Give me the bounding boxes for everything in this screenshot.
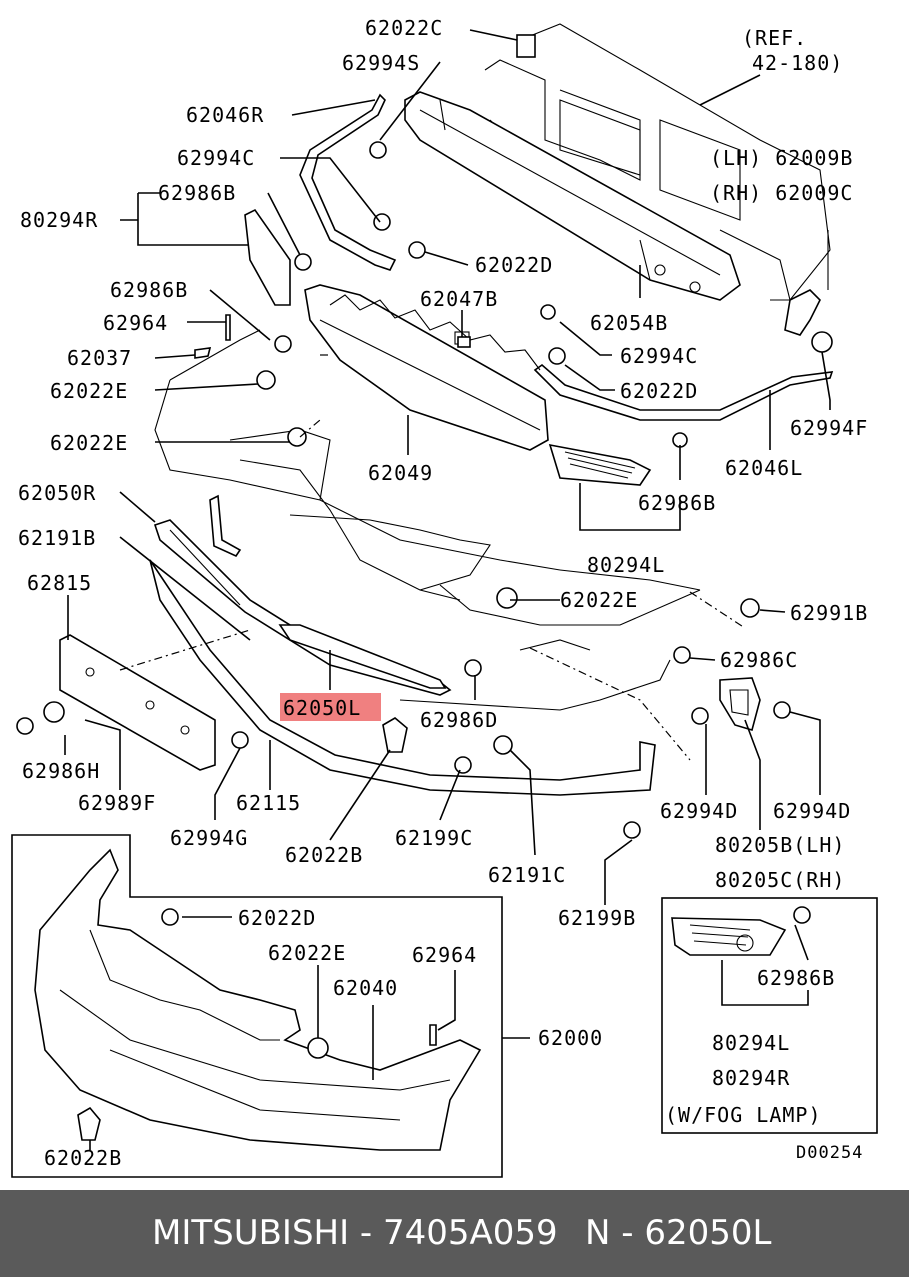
label-62994D-a: 62994D [660,799,738,823]
label-62991B: 62991B [790,601,868,625]
label-62986D: 62986D [420,708,498,732]
label-62986B-b: 62986B [110,278,188,302]
label-62994F: 62994F [790,416,868,440]
fog-lamp-cover-80294R [244,208,291,306]
label-62191C: 62191C [488,863,566,887]
diagram-code: D00254 [796,1143,863,1163]
label-62022E-a: 62022E [50,379,128,403]
highlight-box [280,693,381,721]
label-62022E-d: 62022E [268,941,346,965]
label-lh-62009B: (LH) 62009B [710,146,853,170]
label-62022D-c: 62022D [238,906,316,930]
label-62046R: 62046R [186,103,264,127]
label-62022D-b: 62022D [620,379,698,403]
label-62047B: 62047B [420,287,498,311]
label-80205B: 80205B(LH) [715,833,845,857]
label-62040: 62040 [333,976,398,1000]
label-80294L-b: 80294L [712,1031,790,1055]
label-62199C: 62199C [395,826,473,850]
label-62191B: 62191B [18,526,96,550]
label-62054B: 62054B [590,311,668,335]
label-62964-b: 62964 [412,943,477,967]
label-62050R: 62050R [18,481,96,505]
label-62986B-c: 62986B [638,491,716,515]
label-62994S: 62994S [342,51,420,75]
label-62050L: 62050L [283,696,361,720]
label-62022B-a: 62022B [285,843,363,867]
leader-lines [64,29,831,905]
label-62986B-a: 62986B [158,181,236,205]
lower-cover-62115 [149,559,671,796]
parts-diagram: 62022C (REF. 42-180) 62994S 62046R 62994… [11,16,878,1178]
part-labels: 62022C (REF. 42-180) 62994S 62046R 62994… [18,16,868,1170]
label-62022D-a: 62022D [475,253,553,277]
plate-62815 [59,634,216,771]
label-62815: 62815 [27,571,92,595]
inset-bumper-assembly [11,834,530,1178]
label-62037: 62037 [67,346,132,370]
bracket-80205 [719,677,761,731]
label-62986B-d: 62986B [757,966,835,990]
label-62994D-b: 62994D [773,799,851,823]
label-62986H: 62986H [22,759,100,783]
label-80294L-a: 80294L [587,553,665,577]
label-62115: 62115 [236,791,301,815]
fasteners [16,34,833,839]
vertical-bracket [209,494,242,558]
label-62022E-c: 62022E [560,588,638,612]
reinforcement-beam-62054B [404,91,741,301]
label-62046L: 62046L [725,456,803,480]
label-rh-62009C: (RH) 62009C [710,181,853,205]
bumper-face-outline [154,329,701,626]
footer-ref: N - 62050L [585,1213,772,1253]
label-62022C: 62022C [365,16,443,40]
label-62022B-b: 62022B [44,1146,122,1170]
label-62986C: 62986C [720,648,798,672]
label-ref-1: (REF. [742,26,807,50]
label-62199B: 62199B [558,906,636,930]
label-62022E-b: 62022E [50,431,128,455]
fog-lamp-cover-80294L [548,443,652,486]
label-62994G: 62994G [170,826,248,850]
label-62049: 62049 [368,461,433,485]
label-62994C-a: 62994C [177,146,255,170]
label-62964-a: 62964 [103,311,168,335]
footer-brand-part: MITSUBISHI - 7405A059 [152,1213,558,1253]
label-80205C: 80205C(RH) [715,868,845,892]
bracket-62009 [784,230,829,336]
label-ref-2: 42-180) [752,51,843,75]
inset-fog-lamp [661,897,878,1134]
dashed-leaders [119,354,746,761]
bracket-62050R [153,519,452,696]
label-62989F: 62989F [78,791,156,815]
label-80294R-b: 80294R [712,1066,790,1090]
label-62994C-b: 62994C [620,344,698,368]
label-62000: 62000 [538,1026,603,1050]
label-80294R-a: 80294R [20,208,98,232]
footer-bar: MITSUBISHI - 7405A059 N - 62050L [0,1190,909,1277]
label-fog-lamp: (W/FOG LAMP) [665,1103,822,1127]
